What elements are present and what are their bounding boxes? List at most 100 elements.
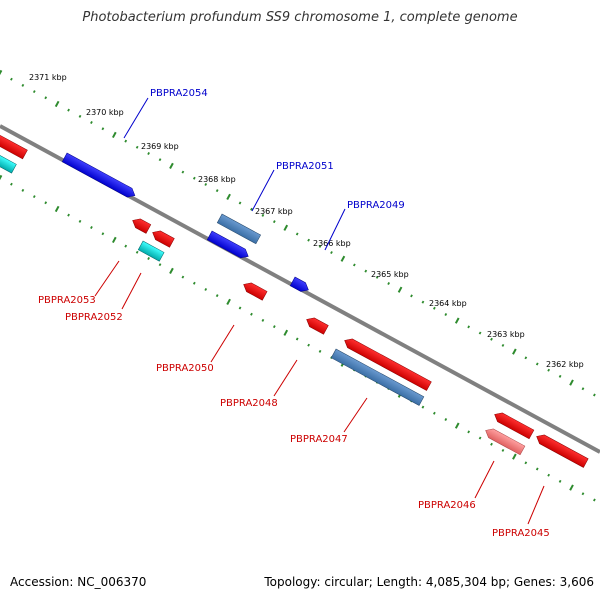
- reverse-genes: [0, 132, 589, 468]
- gene-PBPRA2049[interactable]: [289, 276, 311, 294]
- minor-tick: [101, 232, 105, 236]
- scale-label: 2363 kbp: [487, 330, 525, 339]
- major-tick: [569, 379, 574, 386]
- forward-gene-labels: PBPRA2054 PBPRA2051 PBPRA2049: [150, 88, 405, 211]
- scale-label: 2362 kbp: [546, 360, 584, 369]
- minor-tick: [21, 188, 25, 192]
- minor-tick: [10, 77, 13, 81]
- minor-tick: [490, 442, 493, 446]
- label-leader-lines: [94, 97, 545, 525]
- minor-tick: [410, 294, 413, 298]
- gene-label-PBPRA2048[interactable]: PBPRA2048: [220, 398, 278, 409]
- minor-tick: [32, 90, 36, 94]
- scale-label: 2369 kbp: [141, 142, 179, 151]
- minor-tick: [158, 158, 162, 162]
- gene-PBPRA2045[interactable]: [534, 432, 589, 468]
- gene-PBPRA2047[interactable]: [330, 348, 425, 406]
- gene-label-PBPRA2054[interactable]: PBPRA2054: [150, 88, 208, 99]
- major-tick: [283, 224, 289, 231]
- minor-tick: [330, 251, 333, 255]
- minor-tick: [21, 83, 25, 87]
- gene-label-PBPRA2046[interactable]: PBPRA2046: [418, 500, 476, 511]
- minor-tick: [67, 213, 70, 217]
- gene-left-edge-cyan[interactable]: [0, 149, 17, 174]
- gene-label-PBPRA2045[interactable]: PBPRA2045: [492, 528, 550, 539]
- reverse-gene-labels: PBPRA2053 PBPRA2052 PBPRA2050 PBPRA2048 …: [38, 295, 550, 539]
- minor-tick: [192, 281, 196, 285]
- minor-tick: [192, 176, 196, 180]
- leader-line: [324, 208, 346, 251]
- gene-label-PBPRA2053[interactable]: PBPRA2053: [38, 295, 96, 306]
- major-tick: [512, 453, 517, 460]
- major-tick: [397, 286, 403, 293]
- minor-tick: [250, 312, 253, 316]
- minor-tick: [535, 362, 539, 366]
- gene-PBPRA2051[interactable]: [206, 230, 250, 261]
- gene-label-PBPRA2047[interactable]: PBPRA2047: [290, 434, 348, 445]
- minor-tick: [547, 368, 551, 372]
- minor-tick: [467, 430, 471, 434]
- gene-PBPRA2048[interactable]: [304, 315, 329, 335]
- gene-label-PBPRA2050[interactable]: PBPRA2050: [156, 363, 214, 374]
- minor-tick: [90, 121, 93, 125]
- minor-tick: [524, 356, 528, 360]
- gene-PBPRA2047-red[interactable]: [342, 336, 432, 391]
- gene-PBPRA2046[interactable]: [483, 426, 526, 456]
- gene-left-edge-red[interactable]: [0, 132, 28, 160]
- major-tick: [226, 193, 231, 200]
- scale-label: 2364 kbp: [429, 299, 467, 308]
- minor-tick: [181, 275, 185, 279]
- leader-line: [94, 260, 120, 297]
- leader-line: [474, 460, 495, 499]
- minor-tick: [204, 287, 208, 291]
- minor-tick: [238, 201, 242, 205]
- minor-tick: [307, 343, 310, 347]
- minor-tick: [478, 331, 482, 335]
- map-title: Photobacterium profundum SS9 chromosome …: [82, 10, 518, 25]
- minor-tick: [10, 182, 13, 186]
- minor-tick: [215, 294, 219, 298]
- minor-tick: [421, 300, 425, 304]
- gene-PBPRA2052-red[interactable]: [150, 228, 175, 248]
- minor-tick: [581, 492, 585, 496]
- minor-tick: [593, 393, 596, 397]
- minor-tick: [158, 263, 162, 267]
- gene-label-PBPRA2049[interactable]: PBPRA2049: [347, 200, 405, 211]
- minor-tick: [547, 473, 551, 477]
- gene-label-PBPRA2051[interactable]: PBPRA2051: [276, 161, 334, 172]
- gene-PBPRA2046-red[interactable]: [492, 410, 535, 440]
- minor-tick: [307, 238, 310, 242]
- minor-tick: [501, 448, 505, 452]
- gene-PBPRA2050[interactable]: [241, 280, 268, 301]
- minor-tick: [581, 387, 585, 391]
- minor-tick: [558, 479, 562, 483]
- major-tick: [340, 255, 346, 262]
- forward-tick-track: [0, 69, 596, 397]
- gene-PBPRA2051-rna[interactable]: [216, 213, 262, 245]
- gene-PBPRA2053[interactable]: [130, 216, 152, 234]
- leader-line: [123, 97, 149, 139]
- minor-tick: [318, 244, 322, 248]
- minor-tick: [352, 263, 356, 267]
- major-tick: [0, 69, 3, 76]
- minor-tick: [478, 436, 482, 440]
- gene-label-PBPRA2052[interactable]: PBPRA2052: [65, 312, 123, 323]
- scale-labels: 2371 kbp 2370 kbp 2369 kbp 2368 kbp 2367…: [29, 73, 584, 369]
- minor-tick: [215, 189, 219, 193]
- major-tick: [454, 317, 460, 324]
- major-tick: [111, 236, 117, 244]
- minor-tick: [467, 325, 471, 329]
- minor-tick: [238, 306, 242, 310]
- minor-tick: [261, 213, 265, 217]
- leader-line: [343, 397, 368, 433]
- gene-PBPRA2052[interactable]: [137, 240, 165, 262]
- leader-line: [210, 324, 235, 363]
- major-tick: [512, 348, 517, 355]
- minor-tick: [433, 411, 436, 415]
- scale-label: 2367 kbp: [255, 207, 293, 216]
- leader-line: [273, 359, 298, 397]
- leader-line: [527, 485, 545, 525]
- minor-tick: [204, 182, 208, 186]
- minor-tick: [135, 250, 139, 254]
- gene-PBPRA2054[interactable]: [61, 152, 137, 200]
